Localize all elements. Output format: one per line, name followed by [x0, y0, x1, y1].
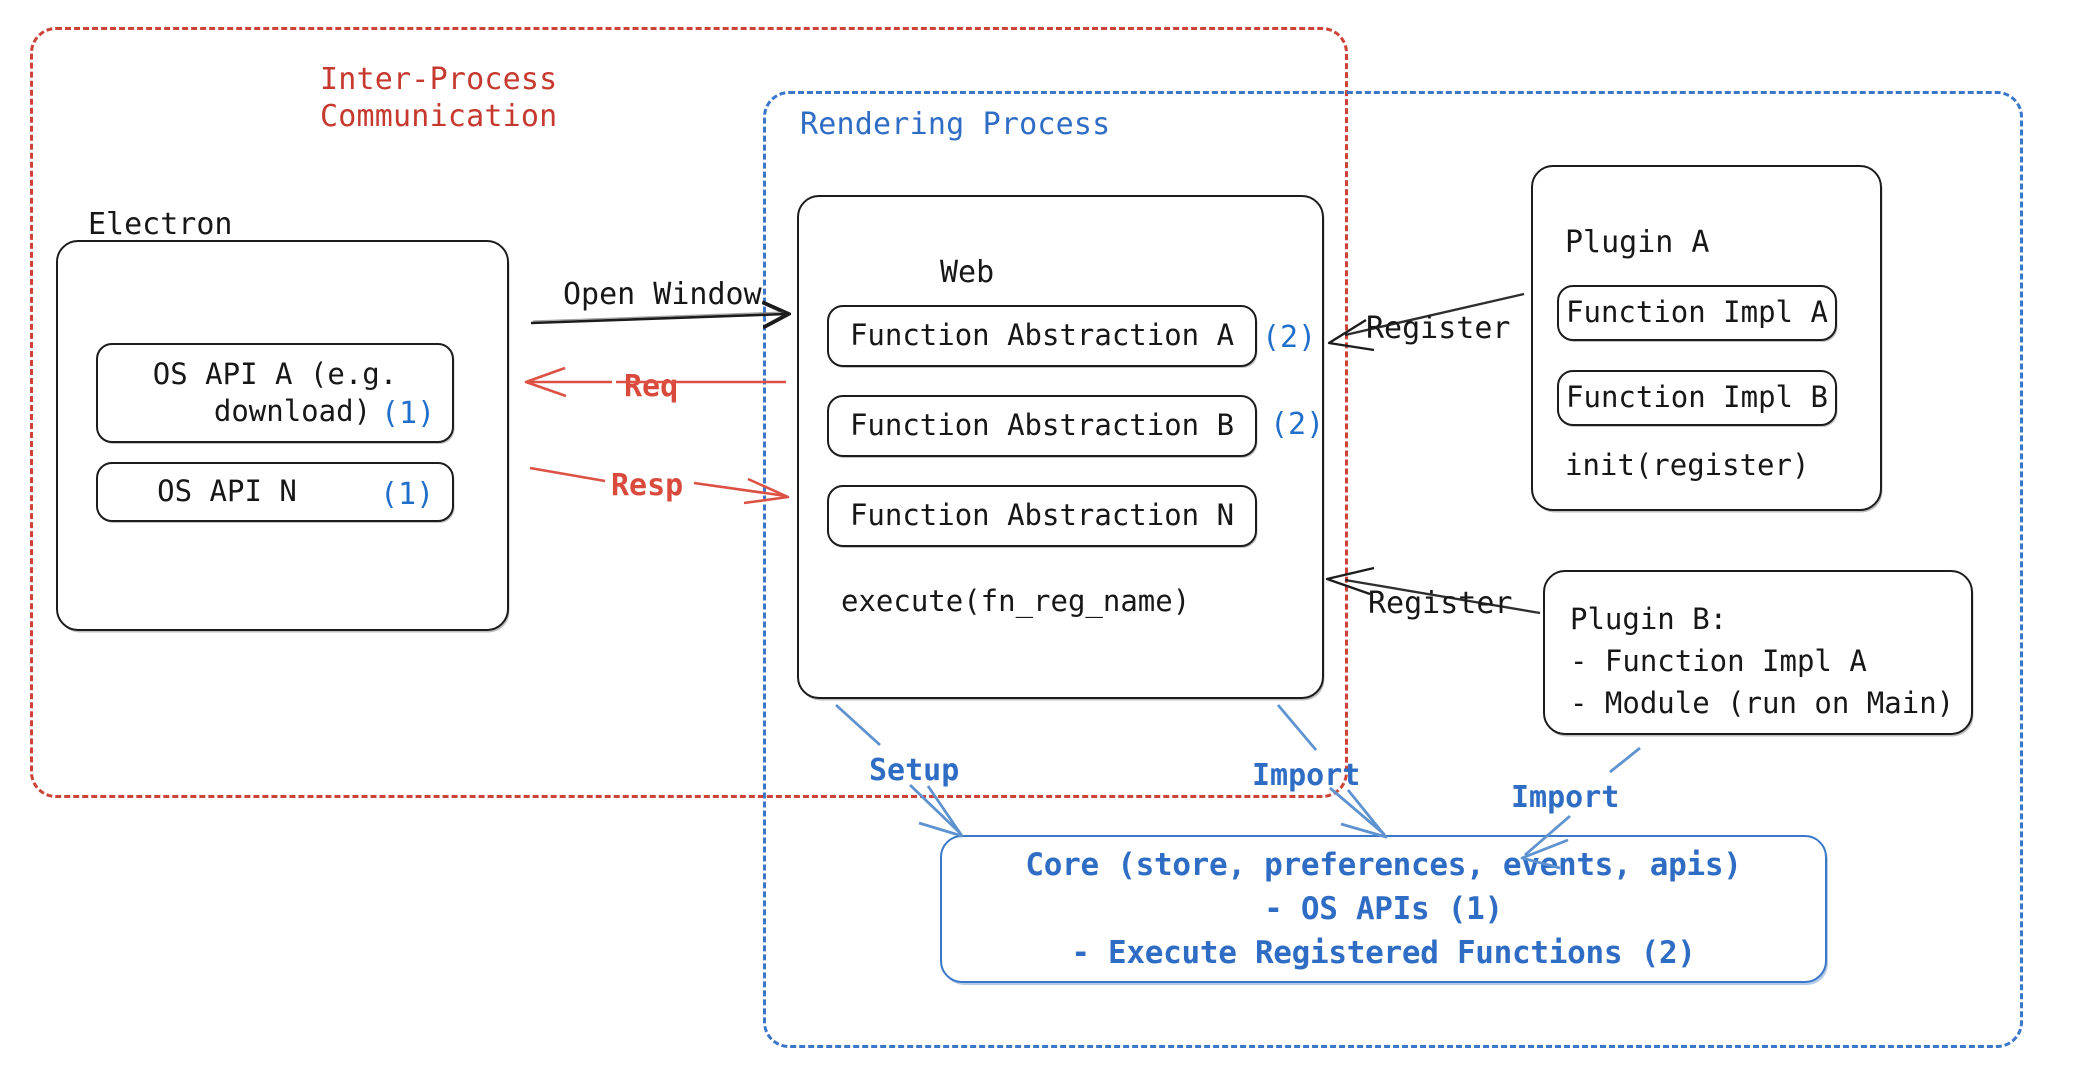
plugin-a-init-text: init(register) [1565, 448, 1810, 482]
arrow-label-req: Req [624, 369, 679, 404]
plugin-a-function-impl-b-box[interactable]: Function Impl B [1557, 370, 1837, 426]
function-abstraction-n-label: Function Abstraction N [849, 498, 1235, 533]
function-abstraction-b-label: Function Abstraction B [849, 408, 1235, 443]
web-execute-text: execute(fn_reg_name) [841, 584, 1191, 618]
os-api-a-label: OS API A (e.g. download) [152, 356, 398, 428]
group-rendering-process [763, 91, 2023, 1048]
plugin-a-title: Plugin A [1565, 225, 1710, 260]
function-abstraction-b-marker: (2) [1270, 407, 1325, 442]
plugin-a-function-impl-a-box[interactable]: Function Impl A [1557, 285, 1837, 341]
group-label-rendering-process: Rendering Process [800, 107, 1111, 142]
arrow-label-import-plugin-b: Import [1511, 780, 1620, 815]
function-abstraction-b-box[interactable]: Function Abstraction B [827, 395, 1257, 457]
core-box[interactable]: Core (store, preferences, events, apis) … [940, 835, 1827, 983]
plugin-b-box[interactable] [1543, 570, 1973, 735]
arrow-label-setup: Setup [869, 753, 960, 788]
group-inter-process-communication [30, 27, 1348, 798]
plugin-a-function-impl-a-label: Function Impl A [1566, 295, 1828, 330]
electron-title: Electron [88, 207, 233, 242]
os-api-a-marker: (1) [381, 396, 436, 431]
plugin-b-text: Plugin B: - Function Impl A - Module (ru… [1570, 602, 1955, 721]
core-line-2: - OS APIs (1) [1264, 890, 1503, 927]
os-api-n-marker: (1) [380, 477, 435, 512]
function-abstraction-a-box[interactable]: Function Abstraction A [827, 305, 1257, 367]
arrow-label-import-web: Import [1252, 758, 1361, 793]
arrow-label-register-bottom: Register [1368, 586, 1513, 621]
web-title: Web [940, 255, 995, 290]
arrow-label-resp: Resp [611, 468, 684, 503]
arrow-label-open-window: Open Window [563, 277, 762, 312]
function-abstraction-a-marker: (2) [1262, 320, 1317, 355]
arrow-label-register-top: Register [1366, 311, 1511, 346]
core-line-1: Core (store, preferences, events, apis) [1025, 846, 1742, 883]
os-api-n-box[interactable]: OS API N [96, 462, 454, 522]
function-abstraction-n-box[interactable]: Function Abstraction N [827, 485, 1257, 547]
os-api-n-label: OS API N [157, 474, 297, 509]
plugin-a-function-impl-b-label: Function Impl B [1566, 380, 1828, 415]
core-line-3: - Execute Registered Functions (2) [1071, 935, 1696, 971]
os-api-a-box[interactable]: OS API A (e.g. download) [96, 343, 454, 443]
group-label-inter-process-communication: Inter-Process Communication [320, 62, 558, 134]
function-abstraction-a-label: Function Abstraction A [849, 318, 1235, 353]
